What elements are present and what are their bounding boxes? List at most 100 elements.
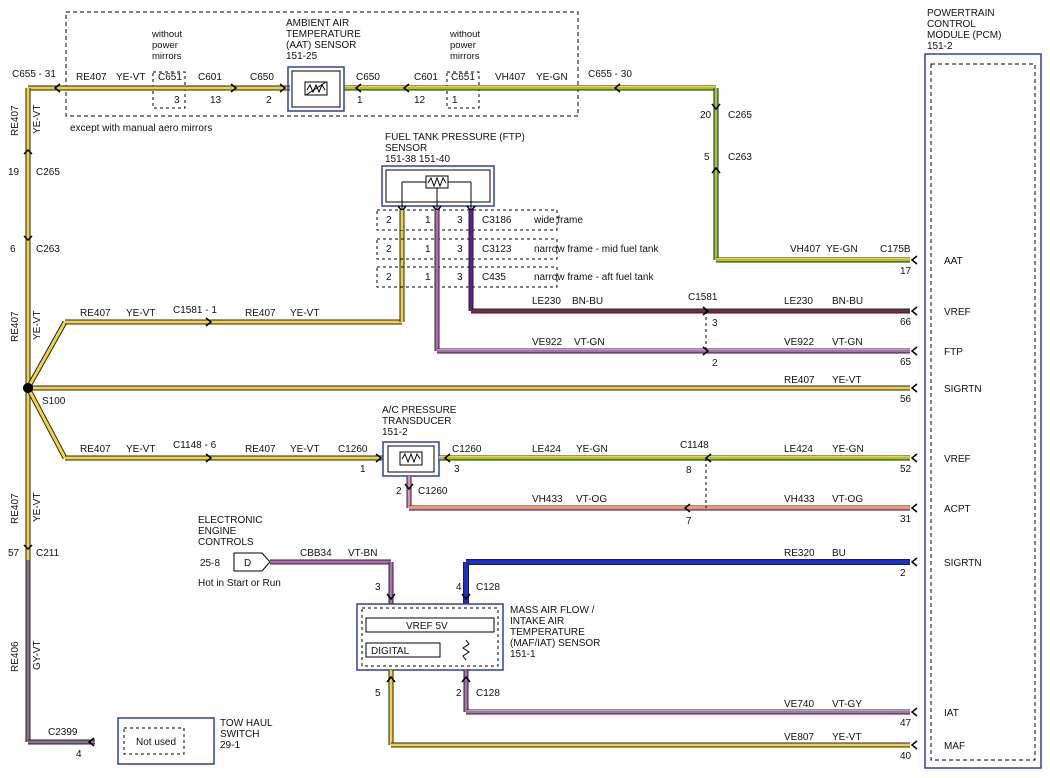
pcm-pin-chevron <box>910 383 918 393</box>
pin-20-c265: 20 <box>700 110 712 121</box>
label-yevt-maf: YE-VT <box>832 732 861 743</box>
tow-not-used: Not used <box>136 737 176 748</box>
aat-title-3: (AAT) SENSOR <box>286 40 356 51</box>
label-vh407-pcm: VH407 <box>790 244 821 255</box>
label-le424-b: LE424 <box>784 444 813 455</box>
ftp-r2-note: narrow frame - mid fuel tank <box>534 244 659 255</box>
pin-5-c263: 5 <box>704 152 710 163</box>
tow-title-1: TOW HAUL <box>220 718 273 729</box>
label-bnbu-a: BN-BU <box>572 296 603 307</box>
maf-title-5: 151-1 <box>510 649 536 660</box>
eec-note: Hot in Start or Run <box>198 578 281 589</box>
label-vtgy: VT-GY <box>832 699 862 710</box>
ftp-refs: 151-38 151-40 <box>385 154 450 165</box>
opt-right-line2: power <box>450 40 476 51</box>
maf-pin-5: 5 <box>375 688 381 699</box>
ftp-r1-conn: C3186 <box>482 215 512 226</box>
aat-sensor-outer <box>287 66 345 112</box>
label-c1581: C1581 <box>688 292 718 303</box>
label-le424-a: LE424 <box>532 444 561 455</box>
eec-d-label: D <box>244 558 251 569</box>
label-c650-right: C650 <box>356 72 380 83</box>
label-vtog-b: VT-OG <box>832 494 863 505</box>
maf-title-4: (MAF/IAT) SENSOR <box>510 638 600 649</box>
label-ac-re407-a: RE407 <box>80 444 111 455</box>
maf-title-2: INTAKE AIR <box>510 616 564 627</box>
ftp-title-1: FUEL TANK PRESSURE (FTP) <box>385 132 525 143</box>
pcm-title-3: MODULE (PCM) <box>927 30 1001 41</box>
label-yevt-trunk-c: YE-VT <box>32 493 43 522</box>
opt-left-line3: mirrors <box>152 51 182 62</box>
eec-d-box <box>233 552 271 572</box>
ac-title-2: TRANSDUCER <box>382 416 451 427</box>
pcm-pin-number: 56 <box>900 394 912 405</box>
pcm-pin-name: VREF <box>944 307 971 318</box>
pin-13-c601: 13 <box>210 95 222 106</box>
pcm-pin-chevron <box>910 557 918 567</box>
label-le230-b: LE230 <box>784 296 813 307</box>
maf-digital-box <box>365 642 441 658</box>
label-vtbn: VT-BN <box>348 548 377 559</box>
pcm-connector: C175B <box>880 244 911 255</box>
label-s100: S100 <box>42 396 66 407</box>
eec-title-2: ENGINE <box>198 526 237 537</box>
pcm-body <box>930 63 1036 761</box>
pin-6-c263: 6 <box>10 244 16 255</box>
label-ftp-re407-b: RE407 <box>245 308 276 319</box>
pcm-pin-chevron <box>910 306 918 316</box>
aat-title-2: TEMPERATURE <box>286 29 361 40</box>
pcm-pin-chevron <box>910 346 918 356</box>
label-c265-right: C265 <box>728 110 752 121</box>
label-ac-re407-b: RE407 <box>245 444 276 455</box>
label-c650-left: C650 <box>250 72 274 83</box>
opt-left-line2: power <box>152 40 178 51</box>
pcm-pin-number: 52 <box>900 464 912 475</box>
label-ac-yevt-b: YE-VT <box>290 444 319 455</box>
pcm-pin-number: 31 <box>900 514 912 525</box>
ftp-row-3 <box>376 266 558 288</box>
ftp-r2-pin1: 1 <box>425 244 431 255</box>
pin-3-c1581: 3 <box>712 318 718 329</box>
maf-title-1: MASS AIR FLOW / <box>510 605 595 616</box>
ftp-r1-pin2: 2 <box>386 215 392 226</box>
pcm-pin-number: 2 <box>900 568 906 579</box>
ftp-r3-conn: C435 <box>482 272 506 283</box>
maf-iat-resistor <box>462 639 470 661</box>
maf-pin-3: 3 <box>375 582 381 593</box>
maf-c128-top: C128 <box>476 582 500 593</box>
label-yevt-trunk-a: YE-VT <box>32 105 43 134</box>
ftp-sensor-outer <box>381 165 495 207</box>
label-re407-aat: RE407 <box>76 72 107 83</box>
ac-title-3: 151-2 <box>382 427 408 438</box>
ftp-r2-pin2: 2 <box>386 244 392 255</box>
ftp-r2-pin3: 3 <box>457 244 463 255</box>
label-c263-left: C263 <box>36 244 60 255</box>
label-ve922-b: VE922 <box>784 337 814 348</box>
pcm-pin-number: 66 <box>900 317 912 328</box>
label-re320: RE320 <box>784 548 815 559</box>
ac-title-1: A/C PRESSURE <box>382 405 457 416</box>
label-vh407-aat: VH407 <box>495 72 526 83</box>
pin-19-c265: 19 <box>8 167 20 178</box>
label-yevt-trunk-b: YE-VT <box>32 311 43 340</box>
label-c1581-1: C1581 - 1 <box>173 305 217 316</box>
aat-sensor-body <box>291 70 341 108</box>
ftp-row-2 <box>376 238 558 260</box>
ftp-r3-note: narrow frame - aft fuel tank <box>534 272 654 283</box>
label-ftp-yevt-b: YE-VT <box>290 308 319 319</box>
label-ftp-re407-a: RE407 <box>80 308 111 319</box>
aat-title-4: 151-25 <box>286 51 318 62</box>
label-re407-trunk-b: RE407 <box>10 311 21 342</box>
ftp-r1-note: wide frame <box>533 215 583 226</box>
label-ve922-a: VE922 <box>532 337 562 348</box>
pcm-pin-name: FTP <box>944 347 963 358</box>
pcm-pin-chevron <box>910 707 918 717</box>
label-c1260-right: C1260 <box>452 444 482 455</box>
label-vtgn-a: VT-GN <box>574 337 605 348</box>
pcm-title-2: CONTROL <box>927 19 976 30</box>
aat-enclosure <box>65 11 579 117</box>
label-ve740: VE740 <box>784 699 814 710</box>
label-le230-a: LE230 <box>532 296 561 307</box>
label-c1148-6: C1148 - 6 <box>173 440 217 451</box>
